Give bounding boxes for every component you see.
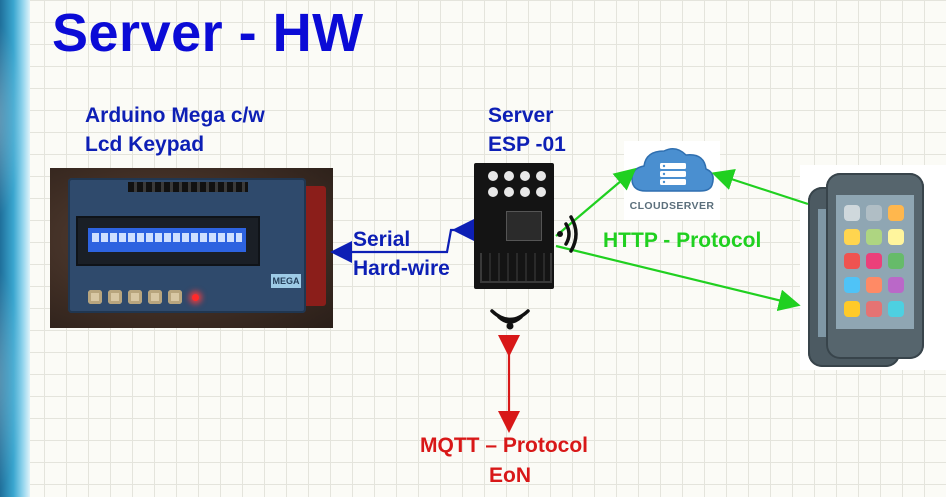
http-arrow-phone-to-cloud <box>711 168 809 206</box>
header-pins <box>128 182 248 192</box>
phone-screen <box>836 195 914 329</box>
wifi-icon <box>490 309 530 330</box>
server-label-line2: ESP -01 <box>488 133 566 156</box>
mqtt-label-line1: MQTT – Protocol <box>420 434 588 457</box>
esp-01-module-image <box>474 163 554 289</box>
smartphone-icon <box>800 165 946 370</box>
http-protocol-label: HTTP - Protocol <box>603 229 762 252</box>
http-arrow-esp-to-phone <box>555 244 801 312</box>
lcd-keypad-shield: MEGA <box>68 178 306 313</box>
server-label-line1: Server <box>488 104 554 127</box>
left-decorative-band <box>0 0 30 497</box>
lcd-characters <box>92 233 242 242</box>
arduino-mega-lcd-keypad-image: MEGA <box>50 168 333 328</box>
pcb-antenna <box>480 253 552 283</box>
cloud-server-label: CLOUDSERVER <box>629 200 715 212</box>
power-led <box>192 294 199 301</box>
page-title: Server - HW <box>52 3 364 63</box>
esp-chip <box>506 211 542 241</box>
mega-badge: MEGA <box>271 274 301 288</box>
arduino-label-line2: Lcd Keypad <box>85 133 205 156</box>
keypad-buttons <box>88 290 228 308</box>
smartphone-front-icon <box>826 173 924 359</box>
mqtt-label-line2: EoN <box>489 464 531 487</box>
signal-waves-icon <box>557 215 578 253</box>
cloud-server-icon: CLOUDSERVER <box>624 141 720 220</box>
lcd-screen <box>88 228 246 252</box>
arduino-label-line1: Arduino Mega c/w <box>85 104 265 127</box>
lcd-display <box>76 216 260 266</box>
serial-wire-arrow <box>330 219 474 263</box>
